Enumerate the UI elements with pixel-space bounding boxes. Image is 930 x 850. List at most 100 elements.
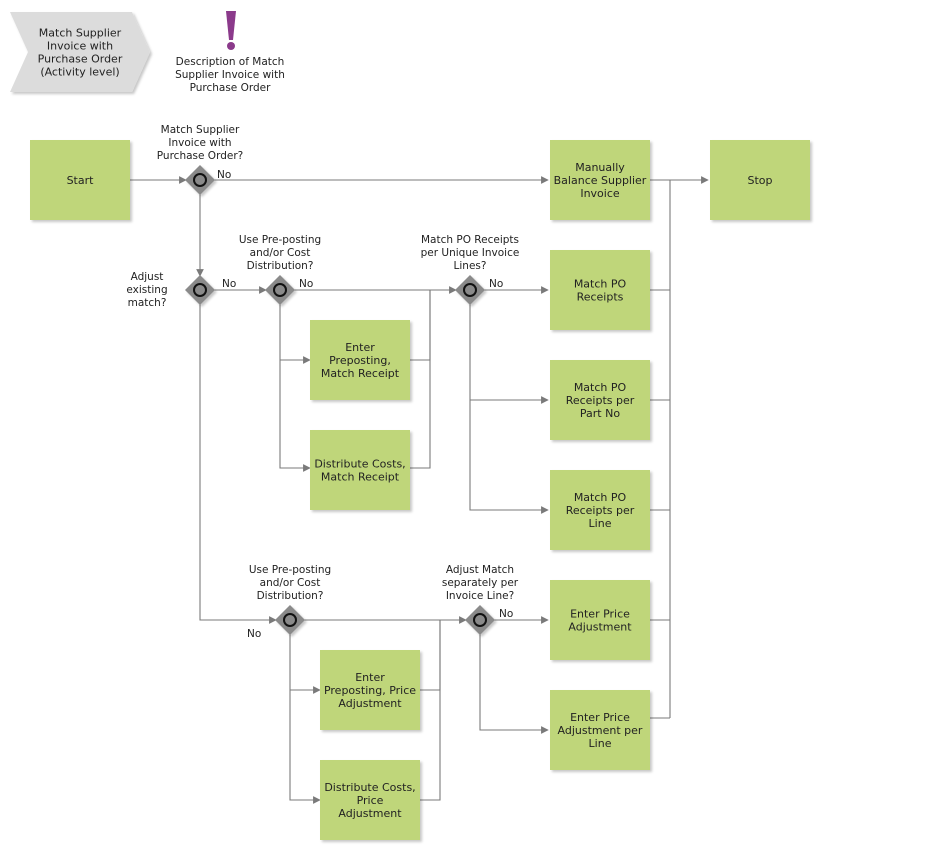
g3-no-label: No [299,278,313,290]
flow-g3-to-distribute-receipt [279,304,311,472]
flow-distribute-price-merge [420,620,441,801]
label-line: Invoice with [47,40,113,53]
label-line: Adjustment [338,697,402,710]
g4-no-label: No [489,278,503,290]
gateway-g4[interactable] [455,275,485,305]
label-line: Supplier Invoice with [175,69,285,81]
label-line: Adjustment per [558,724,643,737]
flow-preposting-receipt-merge [410,290,431,361]
gateway-g5[interactable] [275,605,305,635]
stop-label: Stop [747,174,772,187]
label-line: and/or Cost [250,247,311,259]
label-line: Invoice [580,187,620,200]
label-line: existing [126,284,167,296]
label-line: Part No [580,407,620,420]
label-line: Receipts per [566,504,635,517]
label-line: Match PO [574,381,627,394]
label-line: Invoice Line? [446,590,514,602]
label-line: Line [589,737,612,750]
label-line: Invoice with [168,137,231,149]
label-line: Purchase Order? [157,150,243,162]
gateway-g6[interactable] [465,605,495,635]
label-line: and/or Cost [260,577,321,589]
distribute-receipt-activity[interactable]: Distribute Costs,Match Receipt [310,430,410,510]
flow-distribute-receipt-merge [410,290,431,469]
label-line: Price [357,794,384,807]
label-line: separately per [442,577,519,589]
label-line: Adjustment [568,621,632,634]
flow-g2-to-g5 [199,304,277,624]
label-line: Receipts per [566,394,635,407]
connectors [130,176,709,804]
label-line: Preposting, Price [324,684,416,697]
label-line: (Activity level) [40,66,119,79]
g2-no-label: No [222,278,236,290]
exclamation-icon [226,11,236,50]
stop-activity[interactable]: Stop [710,140,810,220]
label-line: match? [128,297,167,309]
label-line: Enter [345,341,375,354]
label-line: per Unique Invoice [421,247,520,259]
distribute-receipt-label: Distribute Costs,Match Receipt [314,458,405,484]
label-line: Stop [747,174,772,187]
label-line: Line [589,517,612,530]
label-line: Purchase Order [190,82,272,94]
label-line: Adjust [131,271,164,283]
flow-g5-to-distribute-price [289,634,321,804]
label-line: Distribution? [257,590,324,602]
label-line: Match Receipt [321,367,400,380]
label-line: Receipts [577,291,624,304]
label-line: Match PO [574,278,627,291]
label-line: Adjust Match [446,564,514,576]
label-line: Manually [575,161,625,174]
label-line: Enter Price [570,711,630,724]
gateway-g3[interactable] [265,275,295,305]
label-line: Use Pre-posting [239,234,321,246]
label-line: Start [67,174,95,187]
label-line: Distribute Costs, [324,781,415,794]
start-activity[interactable]: Start [30,140,130,220]
label-line: Enter [355,671,385,684]
gateways [185,165,495,635]
label-line: Balance Supplier [554,174,647,187]
label-line: Distribute Costs, [314,458,405,471]
label-line: Match Supplier [39,27,122,40]
label-line: Match PO [574,491,627,504]
flow-g6-to-price-adj-line [479,634,549,734]
label-line: Lines? [454,260,487,272]
label-line: Adjustment [338,807,402,820]
label-line: Distribution? [247,260,314,272]
label-line: Preposting, [329,354,391,367]
gateway-g1[interactable] [185,165,215,195]
g5-no-label: No [247,628,261,640]
gateway-g2[interactable] [185,275,215,305]
flow-g4-to-match-line [469,304,549,514]
